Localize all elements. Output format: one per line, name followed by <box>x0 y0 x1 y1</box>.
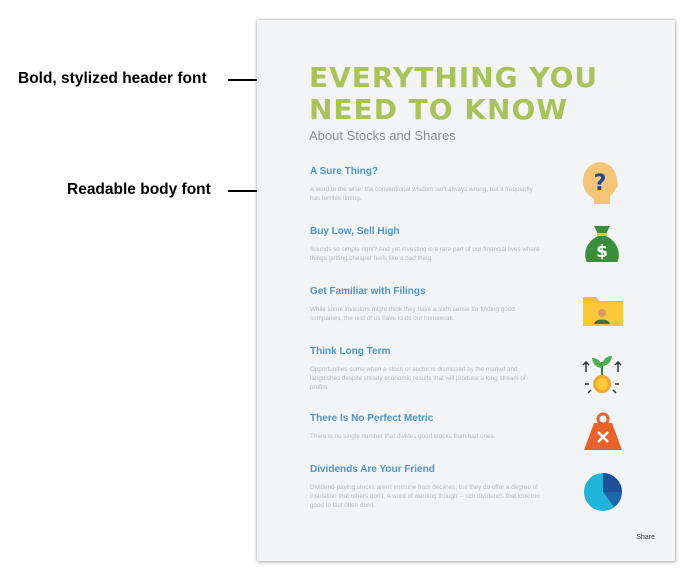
section-title: There Is No Perfect Metric <box>310 413 434 424</box>
section-title: A Sure Thing? <box>310 166 378 177</box>
folder-person-icon <box>581 292 625 333</box>
plant-coin-growth-icon <box>580 350 624 403</box>
section-body: While some investors might think they ha… <box>310 306 515 322</box>
pie-chart-icon <box>582 471 624 518</box>
document-subtitle: About Stocks and Shares <box>309 128 456 143</box>
section-title: Get Familiar with Filings <box>310 286 426 297</box>
section-dividends: Dividends Are Your Friend Dividend-payin… <box>310 464 540 510</box>
section-title: Dividends Are Your Friend <box>310 464 435 475</box>
svg-text:?: ? <box>594 171 607 196</box>
share-link[interactable]: Share <box>636 534 655 541</box>
svg-text:$: $ <box>596 242 608 262</box>
body-font-annotation: Readable body font <box>67 181 211 198</box>
section-body: A word to the wise: the conventional wis… <box>310 186 533 202</box>
section-buy-low: Buy Low, Sell High Sounds so simple righ… <box>310 226 540 263</box>
section-sure-thing: A Sure Thing? A word to the wise: the co… <box>310 166 540 203</box>
section-title: Think Long Term <box>310 346 391 357</box>
section-body: There is no single number that divides g… <box>310 433 496 440</box>
document-title: EVERYTHING YOU NEED TO KNOW <box>309 61 599 126</box>
document-page: EVERYTHING YOU NEED TO KNOW About Stocks… <box>257 20 675 561</box>
section-filings: Get Familiar with Filings While some inv… <box>310 286 540 323</box>
money-bag-icon: $ <box>581 222 623 271</box>
section-body: Sounds so simple right? And yet investin… <box>310 246 540 262</box>
section-title: Buy Low, Sell High <box>310 226 400 237</box>
weight-x-icon <box>582 412 624 457</box>
header-font-annotation: Bold, stylized header font <box>18 70 207 87</box>
section-no-perfect-metric: There Is No Perfect Metric There is no s… <box>310 413 540 441</box>
section-body: Opportunities come when a stock or secto… <box>310 366 526 391</box>
section-long-term: Think Long Term Opportunities come when … <box>310 346 540 392</box>
section-body: Dividend-paying stocks aren't immune fro… <box>310 484 540 509</box>
question-head-icon: ? <box>580 160 622 211</box>
